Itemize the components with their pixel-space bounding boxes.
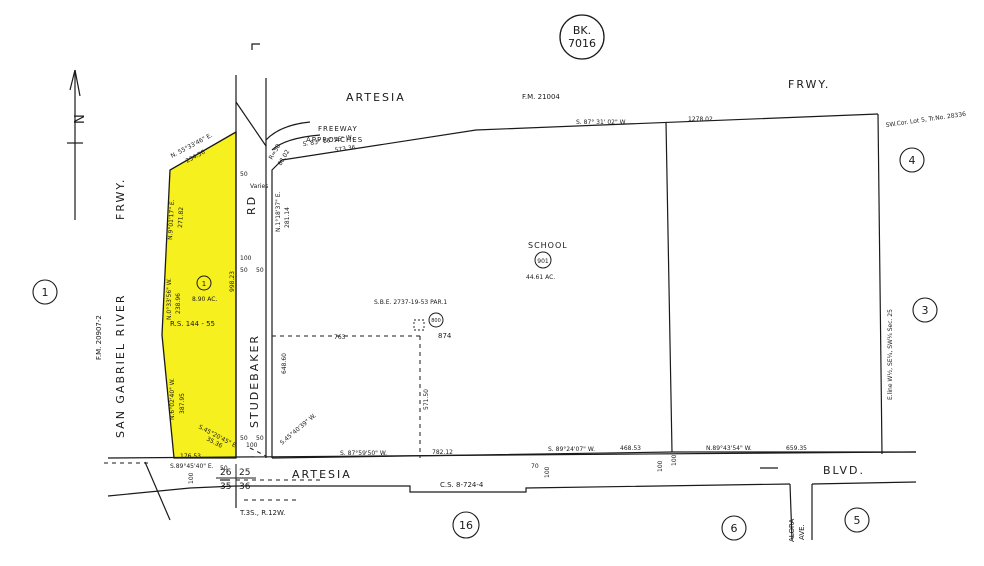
page-circle-4: 4 [899, 147, 925, 173]
svg-text:E.line W½, SE¼, SW¼ Sec. 25: E.line W½, SE¼, SW¼ Sec. 25 [887, 309, 894, 400]
svg-text:N.0°33'56" W.: N.0°33'56" W. [166, 278, 173, 320]
page-circle-3: 3 [912, 297, 938, 323]
svg-text:50: 50 [256, 435, 264, 442]
svg-text:281.14: 281.14 [284, 207, 291, 228]
svg-text:S.45°40'39" W.: S.45°40'39" W. [279, 412, 318, 446]
san-gabriel-river-label: SAN GABRIEL RIVER [114, 294, 127, 439]
svg-text:1: 1 [42, 286, 49, 299]
svg-text:35: 35 [220, 482, 231, 492]
page-circle-5: 5 [844, 507, 870, 533]
svg-text:573.36: 573.36 [334, 144, 356, 154]
school-label: SCHOOL [528, 241, 568, 250]
page-reference-circles: 1 3 4 5 6 16 [32, 147, 938, 541]
bearings: S. 87° 31' 02" W. 1278.02 S. 83° 16' 56"… [166, 111, 967, 470]
left-frwy-label: FRWY. [114, 178, 127, 220]
svg-text:26: 26 [220, 468, 232, 478]
svg-text:50: 50 [240, 267, 248, 274]
book-number-text: 7016 [568, 37, 596, 50]
road-widths: 50 50 100 50 50 50 100 Varies 70 100 100… [188, 171, 678, 484]
svg-text:N.89°43'54" W.: N.89°43'54" W. [706, 445, 752, 452]
blvd-label: BLVD. [823, 464, 865, 477]
svg-text:238.96: 238.96 [175, 293, 182, 314]
svg-text:50: 50 [256, 267, 264, 274]
svg-text:100: 100 [657, 460, 664, 472]
svg-text:100: 100 [246, 442, 258, 449]
svg-text:763: 763 [334, 334, 346, 341]
freeway-approaches-line1: FREEWAY [318, 125, 358, 133]
page-circle-6: 6 [721, 515, 747, 541]
svg-text:648.60: 648.60 [281, 353, 288, 374]
studebaker-rd-label: RD [245, 195, 258, 215]
artesia-freeway-label: ARTESIA [346, 91, 406, 104]
svg-text:50: 50 [220, 465, 228, 472]
svg-text:100: 100 [188, 472, 195, 484]
svg-text:Varies: Varies [250, 183, 268, 190]
left-fm-label: F.M. 20907-2 [95, 315, 103, 360]
svg-text:3: 3 [922, 304, 929, 317]
parcel-1-number: 1 [202, 280, 206, 288]
alora-line1: ALORA [788, 518, 796, 542]
sbe-label: S.B.E. 2737-19-53 PAR.1 [374, 299, 447, 306]
svg-text:N.1°18'37" E.: N.1°18'37" E. [275, 191, 282, 232]
school-parcel-number: 901 [537, 258, 549, 265]
svg-text:1278.02: 1278.02 [688, 116, 713, 123]
sbe-parcel-number: 800 [431, 318, 441, 324]
svg-text:176.53: 176.53 [180, 453, 201, 460]
svg-text:S. 89°24'07" W.: S. 89°24'07" W. [548, 446, 595, 453]
svg-text:16: 16 [459, 519, 473, 532]
sbe-parcel: S.B.E. 2737-19-53 PAR.1 800 874 [374, 299, 452, 340]
svg-text:100: 100 [544, 466, 551, 478]
svg-text:36: 36 [239, 482, 251, 492]
svg-text:100: 100 [671, 454, 678, 466]
township-label: T.3S., R.12W. [239, 509, 285, 517]
svg-text:571.50: 571.50 [423, 389, 430, 410]
alora-line2: AVE. [798, 524, 806, 540]
svg-text:100: 100 [240, 255, 252, 262]
studebaker-name-label: STUDEBAKER [248, 334, 261, 428]
north-letter: N [73, 114, 88, 124]
sbe-code: 874 [438, 332, 452, 340]
svg-text:25: 25 [239, 468, 250, 478]
parcel-1-labels: 1 8.90 AC. R.S. 144 - 55 [170, 275, 217, 328]
north-arrow-icon: N [67, 69, 88, 220]
page-circle-1: 1 [32, 279, 58, 305]
svg-text:50: 50 [240, 171, 248, 178]
svg-text:6: 6 [731, 522, 738, 535]
parcel-1-rs: R.S. 144 - 55 [170, 320, 215, 328]
svg-text:N.6°02'40" W.: N.6°02'40" W. [169, 378, 176, 420]
page-circle-16: 16 [452, 511, 480, 539]
book-label: BK. [573, 24, 591, 37]
cs-label: C.S. 8-724-4 [440, 481, 484, 489]
svg-text:659.35: 659.35 [786, 445, 807, 452]
book-number: BK. 7016 [559, 14, 605, 60]
school-acres: 44.61 AC. [526, 274, 555, 281]
school-parcel: SCHOOL 901 44.61 AC. [526, 241, 568, 281]
svg-text:50: 50 [240, 435, 248, 442]
svg-text:998.23: 998.23 [229, 271, 236, 292]
svg-text:782.12: 782.12 [432, 449, 453, 456]
svg-text:S. 87° 31' 02" W.: S. 87° 31' 02" W. [576, 119, 627, 126]
svg-text:SW.Cor. Lot 5, Tr.No. 28336: SW.Cor. Lot 5, Tr.No. 28336 [885, 111, 966, 129]
svg-text:S. 87°59'50" W.: S. 87°59'50" W. [340, 450, 387, 457]
svg-text:387.95: 387.95 [179, 393, 186, 414]
artesia-blvd-label: ARTESIA [292, 468, 352, 481]
section-grid: 26 25 35 36 [216, 464, 256, 494]
road-lines [107, 43, 917, 541]
svg-text:70: 70 [531, 463, 539, 470]
freeway-approaches-line2: APPROACHES [306, 136, 363, 144]
dashed-lines [104, 335, 421, 501]
svg-text:4: 4 [909, 154, 916, 167]
parcel-1-acres: 8.90 AC. [192, 296, 217, 303]
svg-text:271.82: 271.82 [177, 207, 185, 229]
svg-text:468.53: 468.53 [620, 445, 641, 452]
freeway-fm-label: F.M. 21004 [522, 93, 560, 101]
svg-text:5: 5 [854, 514, 861, 527]
frwy-top-label: FRWY. [788, 78, 830, 91]
svg-text:N.9°01'17" E.: N.9°01'17" E. [167, 199, 176, 240]
svg-text:S.89°45'40" E.: S.89°45'40" E. [170, 463, 214, 470]
